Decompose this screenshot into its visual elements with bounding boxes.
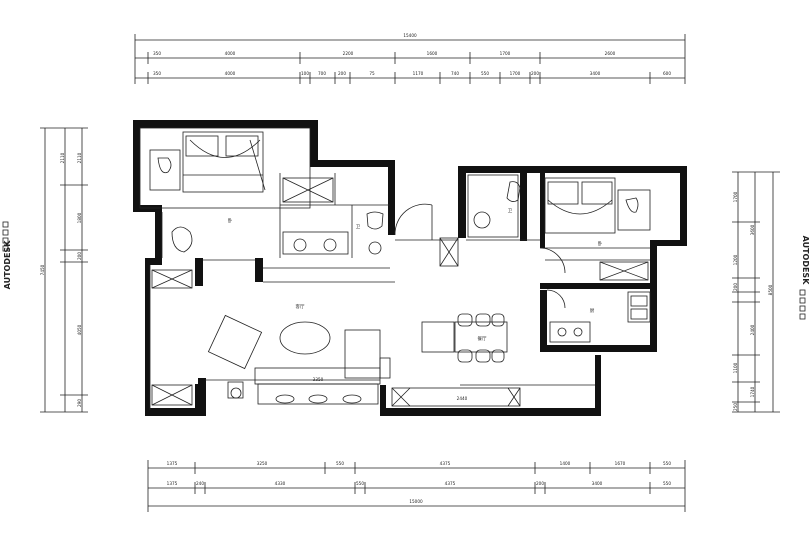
bottom-total-dimension: 15000 [409,499,423,504]
dim-label: 550 [336,461,344,466]
cabinet-dimension: 2440 [457,396,468,401]
bath-2-fixtures: 卫 [439,174,521,267]
dim-label: 1670 [615,461,626,466]
dim-label: 200 [536,481,544,486]
room-label-bedroom-2: 卧 [598,240,603,247]
bottom-row2-labels: 1375 240 4330 550 4375 200 3400 550 [167,481,672,486]
dim-label: 1740 [750,386,755,397]
dim-label: 4375 [440,461,451,466]
dim-label: 1100 [733,362,738,373]
kitchen-fixtures: 厨 [546,289,651,343]
dim-label: 2110 [77,152,82,163]
dim-label: 350 [153,71,161,76]
dining-furniture: 餐厅 2440 [391,313,521,407]
tv-cabinet-dimension: 3350 [313,377,324,382]
dim-label: 2600 [605,51,616,56]
dim-label: 550 [663,461,671,466]
dim-label: 4050 [77,324,82,335]
dim-label: 3400 [592,481,603,486]
dim-label: 740 [451,71,459,76]
dim-label: 550 [356,481,364,486]
top-total-dimension: 15400 [403,33,417,38]
dim-label: 240 [196,481,204,486]
dim-label: 550 [663,481,671,486]
top-row1-labels: 350 4000 2200 1600 1700 2600 [153,51,616,56]
dim-label: 3600 [750,224,755,235]
bath-1-fixtures: 卫 [282,177,433,255]
dim-label: 1800 [77,212,82,223]
dim-label: 350 [153,51,161,56]
dim-label: 250 [733,403,738,411]
dim-label: 2400 [750,324,755,335]
dim-label: 200 [338,71,346,76]
room-label-kitchen: 厨 [590,308,595,314]
dim-label: 1700 [500,51,511,56]
dim-label: 1400 [560,461,571,466]
dim-label: 100 [301,71,309,76]
watermark-left-squares [2,221,9,252]
dim-label: 2200 [343,51,354,56]
right-segment-labels: 1700 3600 1200 200 2400 1100 1740 250 [733,191,755,411]
dim-label: 200 [531,71,539,76]
left-dimension-lines [40,127,88,413]
bottom-row1-labels: 1375 3250 550 4375 1400 1670 550 [167,461,672,466]
watermark-right-squares [799,289,806,320]
right-dimension-lines [732,171,780,413]
bottom-dimension-lines [147,460,686,512]
dim-label: 4000 [225,71,236,76]
room-label-bedroom-1: 卧 [228,217,233,224]
dim-label: 4330 [275,481,286,486]
right-total-dimension: 8500 [768,284,773,295]
living-furniture: 3350 客厅 [151,269,391,406]
dim-label: 1600 [427,51,438,56]
dim-label: 1375 [167,461,178,466]
dim-label: 700 [318,71,326,76]
dim-label: 3250 [257,461,268,466]
dim-label: 200 [77,252,82,260]
room-label-bath-1: 卫 [356,224,361,230]
bedroom-1-furniture: 卧 [149,131,266,253]
room-label-dining: 餐厅 [478,335,487,342]
dim-label: 290 [77,399,82,407]
room-label-bath-2: 卫 [508,208,513,214]
dim-label: 3400 [590,71,601,76]
dim-label: 4375 [445,481,456,486]
left-segment-labels: 2110 2110 1800 200 4050 290 [60,152,82,407]
watermark-left: AUTODESK [3,240,12,290]
dim-label: 1700 [733,191,738,202]
left-total-dimension: 7450 [40,264,45,275]
exterior-walls [133,120,687,416]
dim-label: 600 [663,71,671,76]
dim-label: 75 [369,71,375,76]
top-dimension-lines [134,34,686,84]
dim-label: 1700 [510,71,521,76]
dim-label: 1200 [733,254,738,265]
dim-label: 1375 [167,481,178,486]
room-label-living: 客厅 [296,303,305,310]
dim-label: 200 [733,283,738,291]
dim-label: 4000 [225,51,236,56]
dim-label: 550 [481,71,489,76]
bedroom-2-furniture: 卧 [539,177,651,281]
dim-label: 2110 [60,152,65,163]
dim-label: 1170 [413,71,424,76]
interior-lines [139,127,650,410]
top-row2-labels: 350 4000 100 700 200 75 1170 740 550 170… [153,71,671,76]
watermark-right: AUTODESK [801,236,810,286]
